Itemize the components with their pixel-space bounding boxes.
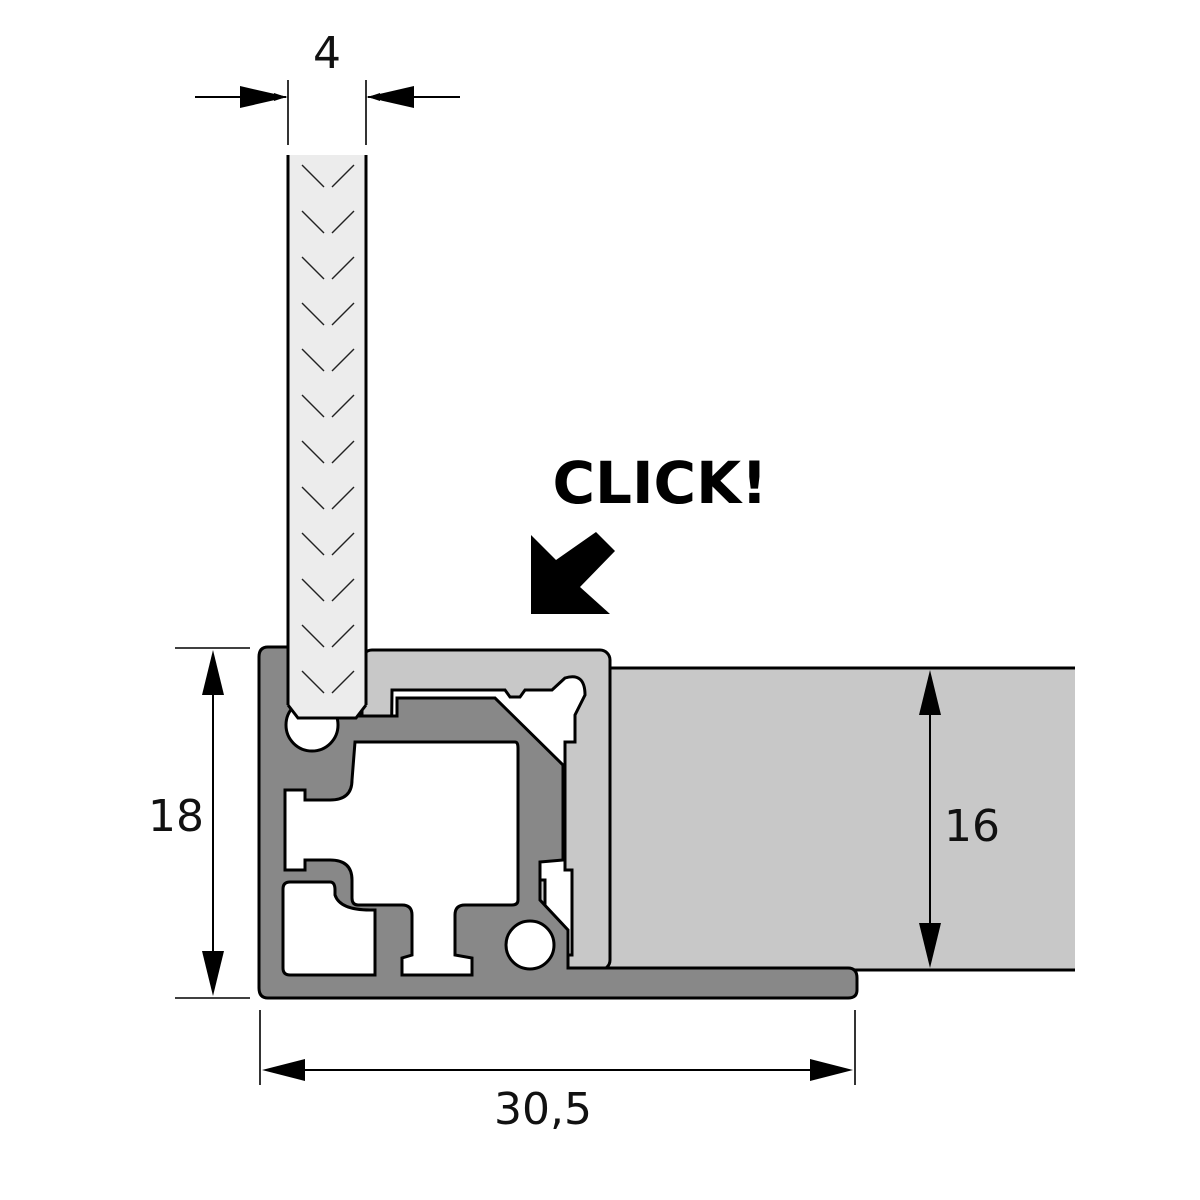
label-glass-thickness: 4 <box>313 28 341 79</box>
label-panel-thickness: 16 <box>944 801 1000 852</box>
click-arrow-icon <box>531 532 615 614</box>
label-profile-width: 30,5 <box>494 1084 592 1135</box>
aluminium-profile <box>257 645 859 1000</box>
clip-groove <box>504 919 556 971</box>
dimension-panel-thickness <box>919 670 941 968</box>
label-profile-height: 18 <box>148 791 204 842</box>
dimension-profile-width <box>259 1010 856 1085</box>
side-panel <box>608 666 1075 972</box>
dimension-glass-thickness <box>195 80 460 145</box>
click-callout: CLICK! <box>552 449 767 517</box>
corner-chamber <box>281 880 377 977</box>
glass-pane <box>286 155 368 720</box>
main-chamber <box>283 740 520 977</box>
dimension-profile-height <box>175 647 250 999</box>
